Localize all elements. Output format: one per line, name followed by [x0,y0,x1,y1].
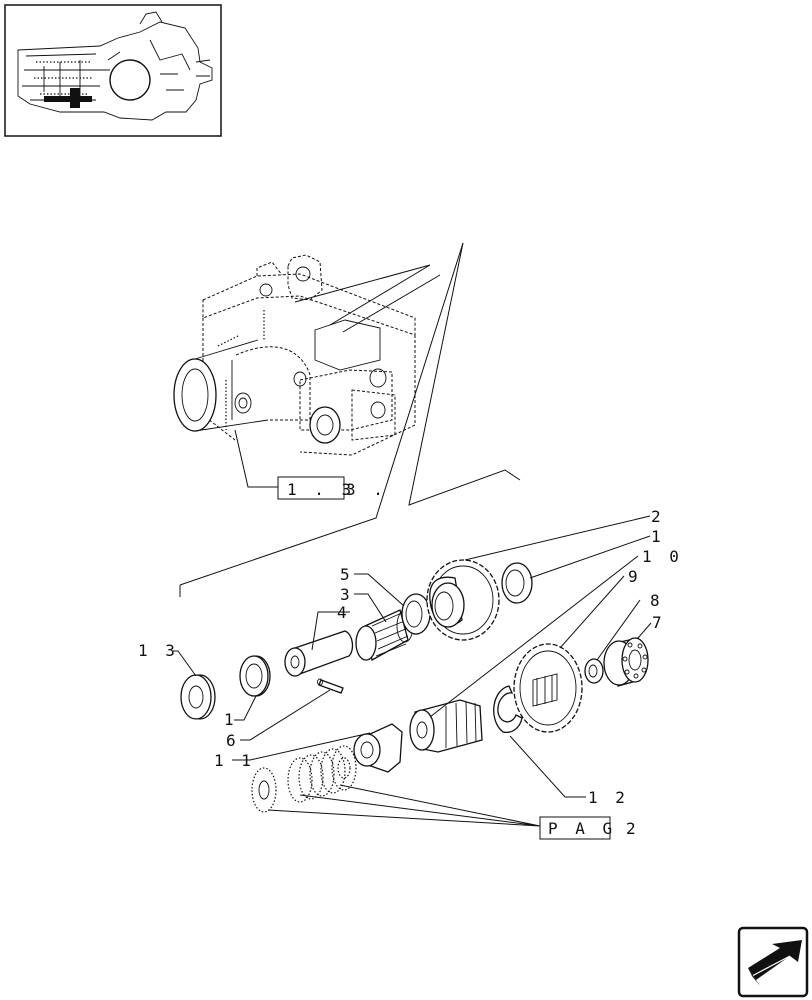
part-9-driven-gear [513,643,583,733]
next-page-arrow-icon[interactable] [737,926,809,998]
pag-2-reference[interactable]: P A G 2 [539,816,640,840]
thumbnail-overview[interactable] [4,4,222,137]
reference-1-33-suffix: 3 . [346,480,387,499]
reference-1-33[interactable]: 1 . 3 3 . [277,476,387,500]
callout-11: 1 1 [214,751,255,770]
part-4-shaft [284,630,354,677]
pag-number: 2 [626,819,640,838]
part-12-circlip [493,685,523,734]
part-11-sleeve [353,723,403,773]
thumbnail-housing-drawing [17,11,213,121]
callout-9: 9 [628,567,642,586]
spring-washer-set [251,745,357,813]
callout-1-top: 1 [651,527,665,546]
callout-8: 8 [650,591,664,610]
callout-7: 7 [652,613,666,632]
part-10-coupling [409,699,483,753]
callout-3: 3 [340,585,354,604]
callout-5: 5 [340,565,354,584]
housing-assembly [173,242,521,597]
callout-1-left: 1 [224,710,238,729]
part-6-roll-pin [317,678,344,694]
callout-12: 1 2 [588,788,629,807]
callout-13: 1 3 [138,641,179,660]
part-13-thrust-washer [180,674,216,720]
part-1-washer-right [501,562,533,604]
callout-4: 4 [337,603,351,622]
part-2-drive-gear [426,559,500,641]
reference-1-33-label: 1 . 3 [287,480,355,499]
callout-leaders [172,515,652,827]
part-8-small-washer [584,658,604,684]
callout-2: 2 [651,507,665,526]
part-3-needle-bearing [355,609,414,661]
callout-10: 1 0 [642,547,683,566]
part-1-washer-left [239,655,271,697]
part-7-ball-bearing [603,637,649,687]
callout-labels: 2 1 1 0 9 8 7 5 3 4 1 3 1 6 1 1 1 2 [138,507,683,807]
callout-6: 6 [226,731,240,750]
part-5-spacer-ring [401,593,431,635]
pag-label: P A G [548,819,616,838]
